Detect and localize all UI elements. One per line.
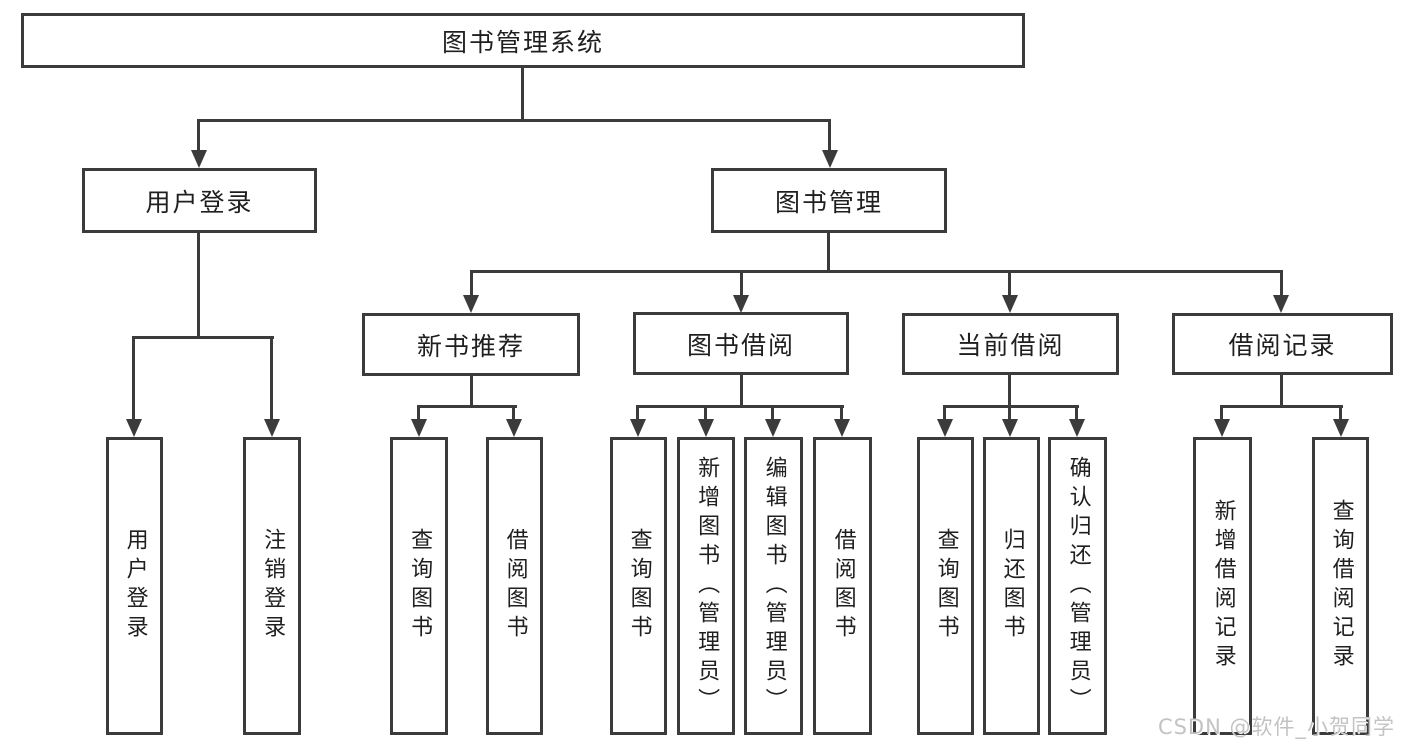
node-library-system-label: 图书管理系统 xyxy=(441,27,604,57)
connector-user-login-stem xyxy=(197,233,200,339)
connector-leaf xyxy=(1220,405,1223,421)
leaf-bb-query-books-label: 查询图书 xyxy=(626,528,652,644)
connector-leaf xyxy=(704,405,707,421)
leaf-cb-confirm-return-admin-label: 确认归还（管理员） xyxy=(1065,455,1091,717)
connector-book-borrowing-branch xyxy=(636,405,844,408)
node-current-borrowing-label: 当前借阅 xyxy=(956,331,1065,360)
arrow-down-icon xyxy=(191,150,207,168)
leaf-user-login-label: 用户登录 xyxy=(122,528,148,644)
connector-leaf xyxy=(771,405,774,421)
leaf-cb-return-books-label: 归还图书 xyxy=(999,528,1025,644)
connector-to-book-management xyxy=(828,119,831,153)
leaf-br-query-record-label: 查询借阅记录 xyxy=(1328,499,1354,673)
arrow-down-icon xyxy=(1273,295,1289,313)
leaf-bb-edit-books-admin: 编辑图书（管理员） xyxy=(744,437,803,735)
leaf-nb-query-books-label: 查询图书 xyxy=(407,528,433,644)
leaf-br-add-record-label: 新增借阅记录 xyxy=(1210,499,1236,673)
leaf-bb-borrow-books: 借阅图书 xyxy=(813,437,872,735)
csdn-watermark: CSDN @软件_小贺同学 xyxy=(1157,715,1395,739)
node-user-login: 用户登录 xyxy=(82,168,317,233)
leaf-logout: 注销登录 xyxy=(243,437,301,735)
connector-new-book-stem xyxy=(470,376,473,408)
arrow-down-icon xyxy=(126,419,142,437)
node-book-borrowing-label: 图书借阅 xyxy=(686,330,795,360)
leaf-bb-add-books-admin-label: 新增图书（管理员） xyxy=(694,455,720,717)
leaf-bb-add-books-admin: 新增图书（管理员） xyxy=(677,437,735,735)
connector-book-management-stem xyxy=(827,233,830,273)
node-new-book-recommend: 新书推荐 xyxy=(362,313,580,376)
arrow-down-icon xyxy=(506,419,522,437)
connector-root-branch xyxy=(197,119,831,122)
connector-leaf xyxy=(1008,405,1011,421)
connector-leaf xyxy=(943,405,946,421)
arrow-down-icon xyxy=(822,150,838,168)
connector-to-user-login xyxy=(197,119,200,153)
arrow-down-icon xyxy=(630,419,646,437)
connector-leaf xyxy=(1339,405,1342,421)
connector-to-new-book xyxy=(470,270,473,299)
node-user-login-label: 用户登录 xyxy=(145,187,254,217)
node-book-management-label: 图书管理 xyxy=(774,187,883,217)
connector-to-login-leaf xyxy=(132,336,135,421)
node-borrowing-records: 借阅记录 xyxy=(1172,313,1393,375)
connector-leaf xyxy=(636,405,639,421)
node-new-book-recommend-label: 新书推荐 xyxy=(416,331,525,361)
arrow-down-icon xyxy=(463,295,479,313)
arrow-down-icon xyxy=(698,419,714,437)
leaf-br-query-record: 查询借阅记录 xyxy=(1312,437,1369,735)
node-borrowing-records-label: 借阅记录 xyxy=(1228,331,1337,360)
leaf-nb-borrow-books-label: 借阅图书 xyxy=(502,528,528,644)
connector-to-book-borrowing xyxy=(740,270,743,299)
leaf-br-add-record: 新增借阅记录 xyxy=(1193,437,1252,735)
node-current-borrowing: 当前借阅 xyxy=(902,313,1119,375)
connector-to-borrowing-records xyxy=(1280,270,1283,299)
arrow-down-icon xyxy=(834,419,850,437)
leaf-logout-label: 注销登录 xyxy=(260,528,286,644)
arrow-down-icon xyxy=(411,419,427,437)
connector-book-borrowing-stem xyxy=(740,375,743,408)
connector-leaf xyxy=(417,405,420,421)
leaf-cb-query-books-label: 查询图书 xyxy=(933,528,959,644)
connector-to-logout-leaf xyxy=(270,336,273,421)
arrow-down-icon xyxy=(264,419,280,437)
leaf-bb-edit-books-admin-label: 编辑图书（管理员） xyxy=(761,455,787,717)
connector-borrowing-records-stem xyxy=(1280,375,1283,408)
connector-leaf xyxy=(840,405,843,421)
leaf-bb-query-books: 查询图书 xyxy=(610,437,667,735)
connector-to-current-borrowing xyxy=(1008,270,1011,299)
arrow-down-icon xyxy=(1069,419,1085,437)
connector-current-borrowing-stem xyxy=(1008,375,1011,408)
arrow-down-icon xyxy=(1002,295,1018,313)
arrow-down-icon xyxy=(937,419,953,437)
leaf-nb-query-books: 查询图书 xyxy=(390,437,448,735)
connector-user-login-branch xyxy=(132,336,274,339)
arrow-down-icon xyxy=(1214,419,1230,437)
connector-current-borrowing-branch xyxy=(943,405,1079,408)
arrow-down-icon xyxy=(733,295,749,313)
arrow-down-icon xyxy=(1002,419,1018,437)
connector-leaf xyxy=(512,405,515,421)
leaf-bb-borrow-books-label: 借阅图书 xyxy=(830,528,856,644)
arrow-down-icon xyxy=(1333,419,1349,437)
node-book-management: 图书管理 xyxy=(711,168,947,233)
connector-borrowing-records-branch xyxy=(1220,405,1343,408)
connector-leaf xyxy=(1075,405,1078,421)
leaf-cb-return-books: 归还图书 xyxy=(983,437,1040,735)
connector-new-book-branch xyxy=(417,405,517,408)
connector-book-management-branch xyxy=(470,270,1283,273)
arrow-down-icon xyxy=(765,419,781,437)
connector-root-stem xyxy=(521,68,524,122)
node-library-system: 图书管理系统 xyxy=(21,13,1025,68)
leaf-cb-confirm-return-admin: 确认归还（管理员） xyxy=(1048,437,1107,735)
leaf-cb-query-books: 查询图书 xyxy=(917,437,974,735)
leaf-user-login: 用户登录 xyxy=(106,437,163,735)
node-book-borrowing: 图书借阅 xyxy=(633,312,849,375)
leaf-nb-borrow-books: 借阅图书 xyxy=(486,437,543,735)
